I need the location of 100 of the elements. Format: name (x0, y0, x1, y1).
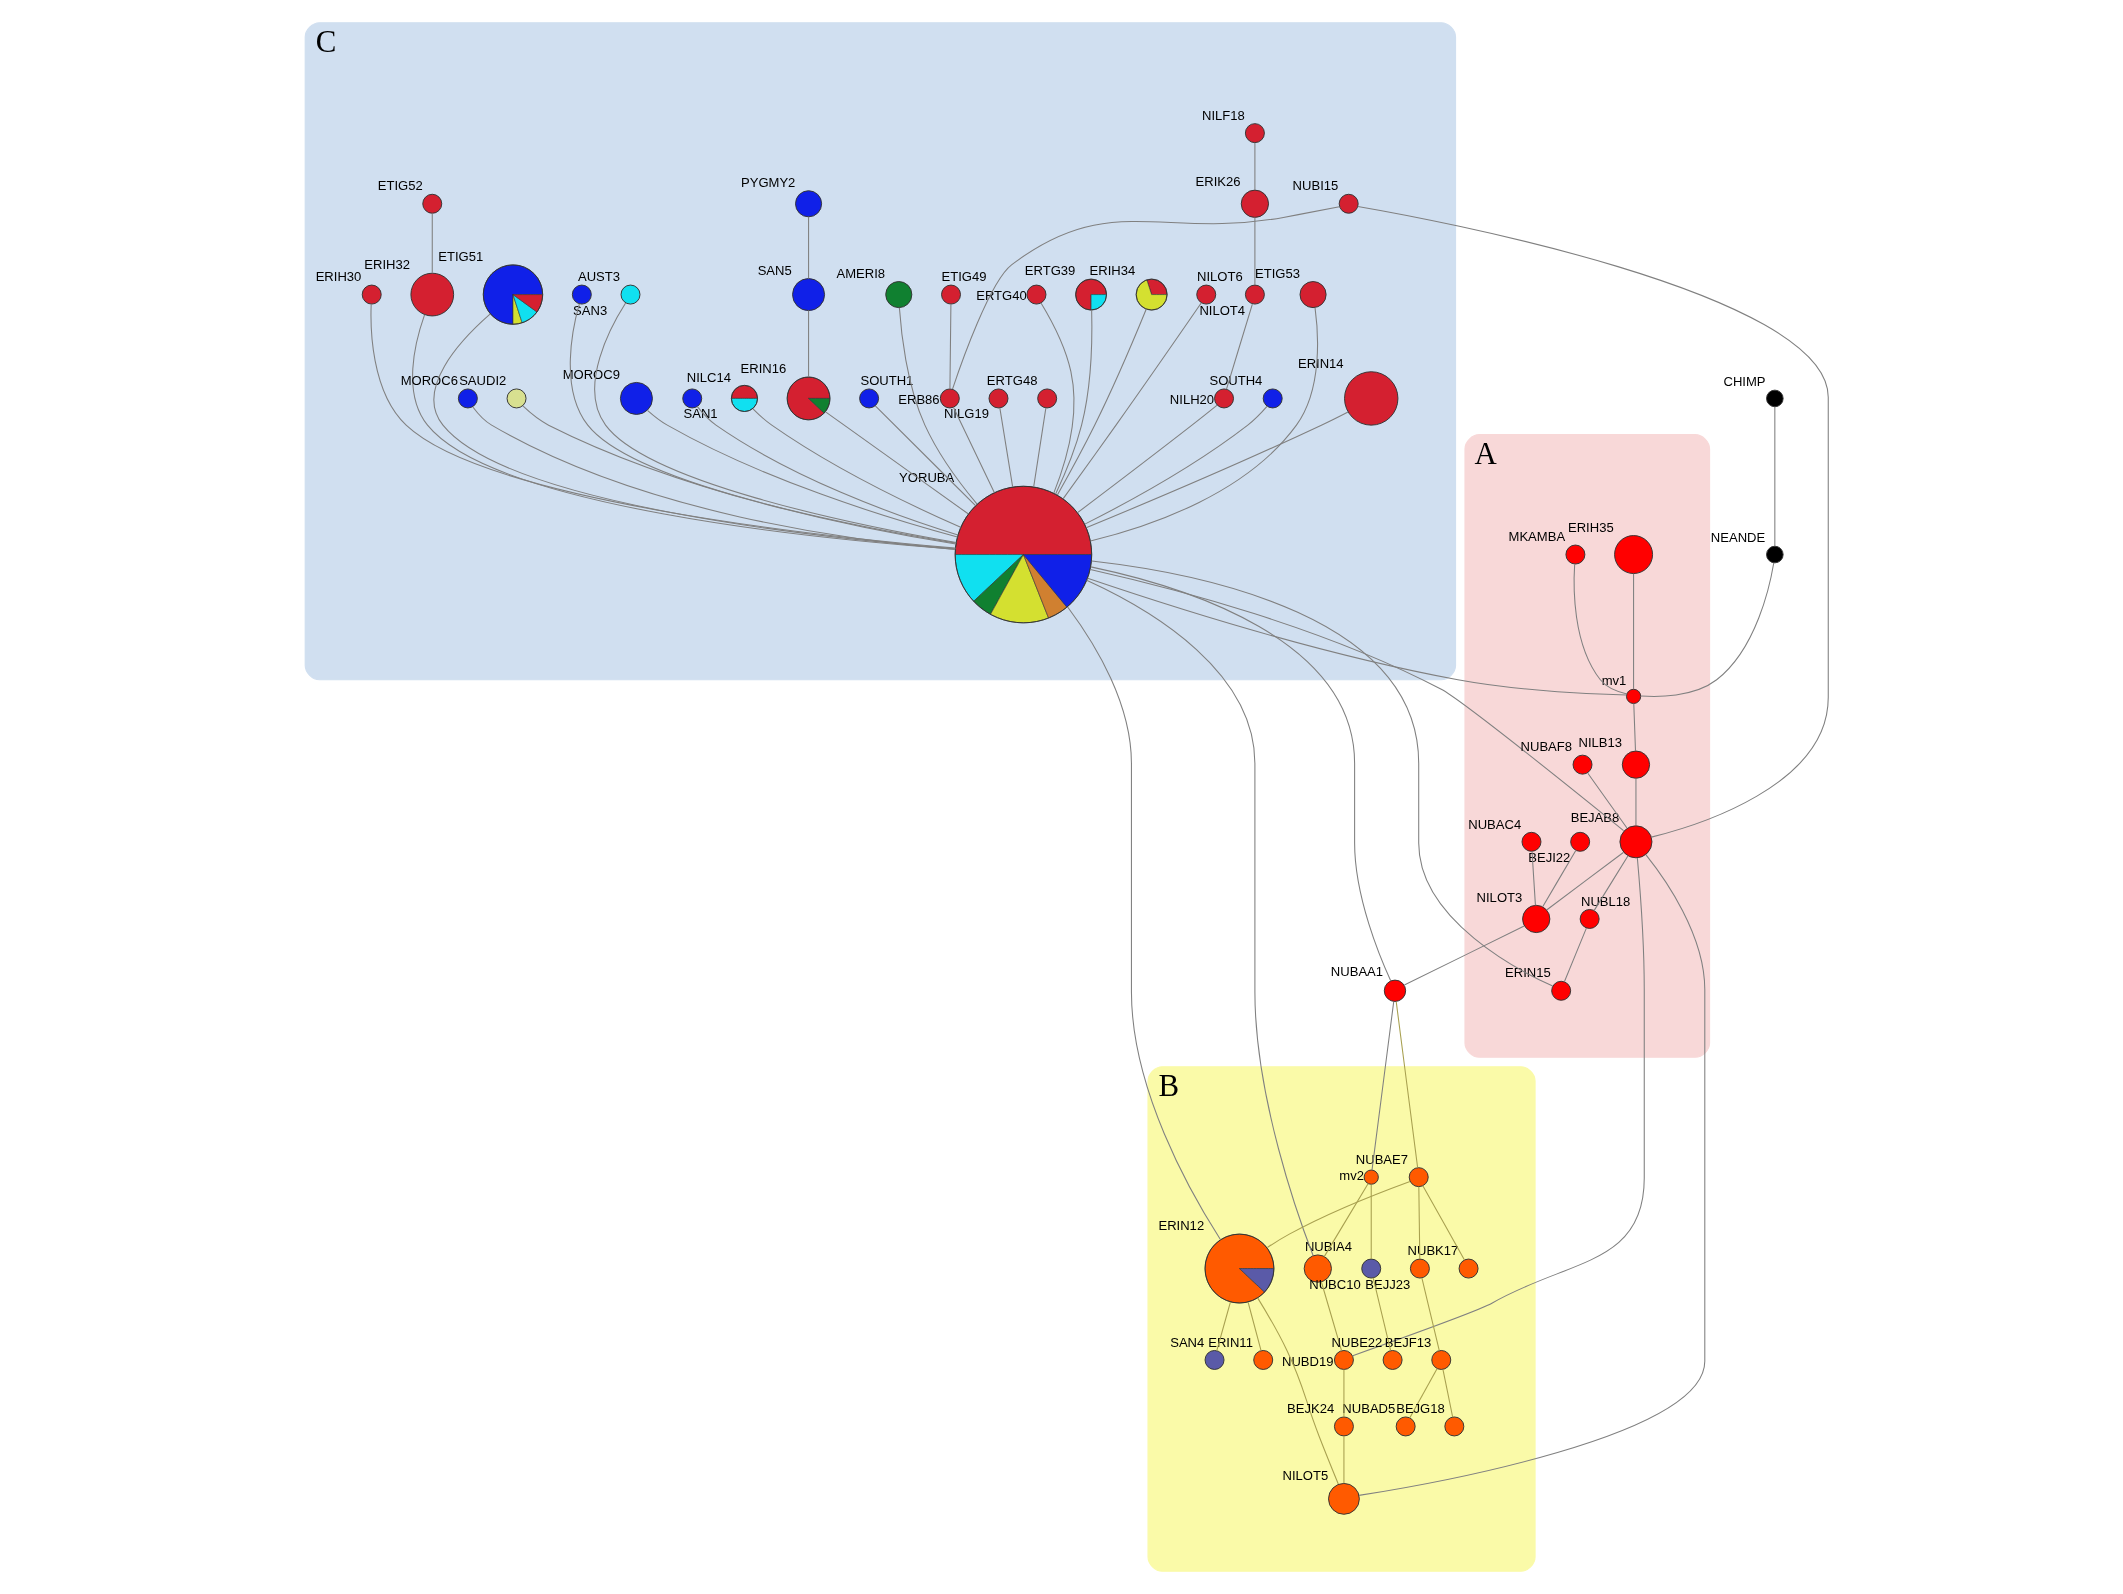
node-label: ETIG52 (377, 178, 423, 194)
node-label: BEJF13 (1384, 1334, 1431, 1350)
node-label: BEJG18 (1395, 1401, 1445, 1417)
node-label: BEJAB8 (1570, 809, 1619, 825)
node-circle (1382, 1350, 1403, 1370)
node-label: NUBK17 (1407, 1243, 1458, 1259)
connector (1083, 405, 1268, 525)
node-label: NUBC10 (1308, 1276, 1361, 1292)
connector (1085, 411, 1349, 529)
node-label: NEANDE (1710, 530, 1765, 546)
connector (431, 212, 433, 274)
node-circle (1613, 535, 1653, 574)
connector (1634, 778, 1636, 827)
node-circle (1550, 980, 1571, 1001)
connector (1632, 573, 1634, 690)
node-label: NILF18 (1201, 107, 1245, 123)
node-label: NUBI15 (1292, 178, 1338, 194)
node-label: ETIG53 (1254, 265, 1300, 281)
node-circle (1765, 545, 1784, 564)
node-label: PYGMY2 (740, 174, 795, 190)
node-circle (1036, 388, 1057, 409)
connector (1089, 307, 1318, 542)
node-circle (1409, 1258, 1430, 1279)
connector (951, 206, 1340, 390)
connector (1062, 302, 1202, 500)
connector (1632, 703, 1636, 752)
node-label: SAN5 (757, 262, 792, 278)
node-circle (1363, 1169, 1379, 1185)
connector (1403, 925, 1525, 986)
node-label: SAN4 (1169, 1334, 1204, 1350)
connector (1032, 407, 1046, 488)
node-circle (1343, 371, 1398, 426)
node-label: NUBAC4 (1467, 816, 1521, 832)
node-label: NILOT6 (1196, 269, 1243, 285)
node-circle (681, 388, 702, 409)
connector (646, 410, 958, 538)
node-circle (506, 388, 526, 409)
node-label: NUBAE7 (1355, 1151, 1408, 1167)
connector (1323, 1183, 1369, 1257)
node-circle (1395, 1416, 1416, 1437)
connector (1066, 606, 1221, 1240)
node-label: ERIK26 (1195, 174, 1241, 190)
connector (874, 405, 976, 507)
node-circle (1333, 1416, 1354, 1437)
node-label: BEJJ23 (1364, 1276, 1410, 1292)
node-circle (1213, 388, 1234, 409)
node-label: NILOT5 (1282, 1467, 1328, 1483)
node-circle (1621, 750, 1650, 779)
node-label: NILOT4 (1198, 302, 1245, 318)
node-label: ERTG40 (975, 288, 1027, 304)
connector (1215, 1301, 1231, 1352)
node-circle (571, 284, 592, 305)
node-label: NILB13 (1578, 735, 1622, 751)
connector (1253, 142, 1255, 191)
connector (1356, 205, 1829, 838)
node-label: ETIG51 (437, 249, 483, 265)
connector (1090, 560, 1553, 987)
node-circle (1383, 979, 1406, 1002)
node-label: SAN1 (682, 406, 718, 422)
node-circle (1327, 1482, 1360, 1515)
connector (1089, 566, 1391, 982)
node-circle (1195, 284, 1216, 305)
connector (1420, 1277, 1440, 1351)
node-label: AMERI8 (836, 265, 885, 281)
node-label: YORUBA (898, 470, 954, 486)
connector (1089, 568, 1624, 832)
node-circle (791, 278, 825, 312)
node-circle (421, 193, 442, 214)
connector (1773, 406, 1775, 547)
node-label: MKAMBA (1508, 529, 1565, 545)
node-label: NILC14 (686, 369, 731, 385)
connector (807, 216, 809, 279)
connector (998, 407, 1013, 488)
node-label: NUBAD5 (1341, 1401, 1395, 1417)
node-circle (1026, 284, 1046, 305)
node-label: SAN3 (572, 302, 607, 318)
node-circle (940, 284, 961, 305)
connector (1266, 1180, 1411, 1248)
connector (1370, 1001, 1394, 1171)
node-circle (1618, 825, 1652, 859)
node-label: ETIG49 (941, 269, 987, 285)
connector (1256, 1297, 1339, 1485)
node-label: AUST3 (577, 269, 620, 285)
node-label: MOROC9 (562, 366, 620, 382)
connector (696, 406, 958, 536)
connector (824, 411, 969, 515)
connector (807, 310, 809, 378)
connector (1563, 927, 1587, 983)
node-label: ERTG39 (1024, 263, 1075, 279)
connector (1357, 854, 1705, 1496)
connector (1408, 1368, 1437, 1419)
connector (1370, 1184, 1372, 1260)
node-label: MOROC6 (400, 373, 458, 389)
connector (1573, 563, 1627, 695)
node-circle (409, 272, 454, 317)
connector (751, 408, 961, 528)
node-circle (1252, 1350, 1273, 1370)
node-label: ERIN16 (740, 361, 786, 377)
node-circle (361, 284, 382, 305)
node-circle (1521, 904, 1550, 934)
